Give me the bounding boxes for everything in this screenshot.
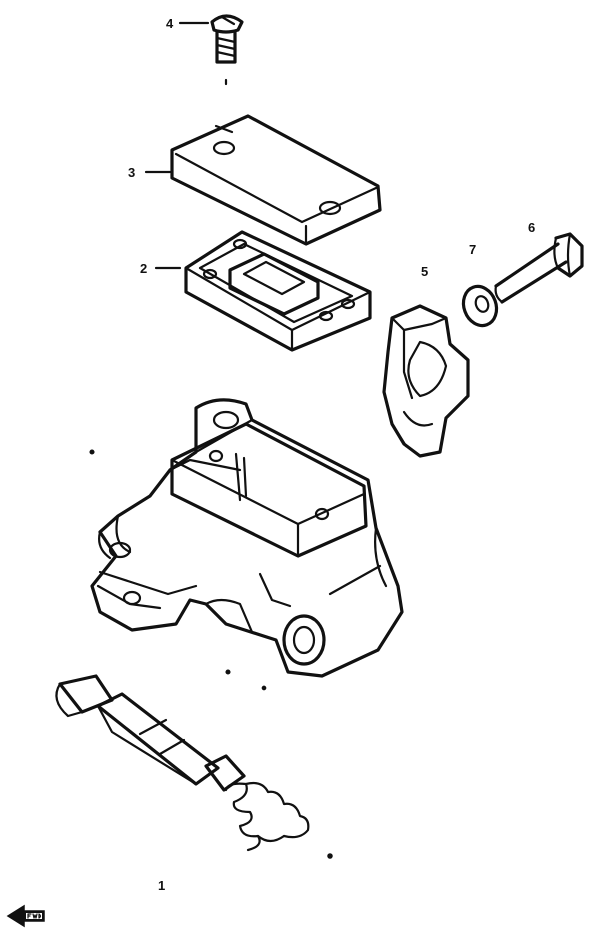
washer-part-7 — [461, 284, 499, 328]
reservoir-cap-part-3 — [170, 114, 382, 246]
callout-part-6: 6 — [528, 220, 535, 235]
screw-part-4 — [210, 14, 244, 86]
callout-part-1: 1 — [158, 878, 165, 893]
callout-part-3: 3 — [128, 165, 135, 180]
lever-bracket-part-5 — [382, 304, 470, 458]
diaphragm-part-2 — [184, 230, 372, 352]
callout-part-4: 4 — [166, 16, 174, 31]
pivot-bolt-part-6 — [494, 232, 584, 304]
master-cylinder-body-part-1 — [90, 398, 404, 678]
callout-part-5: 5 — [421, 264, 428, 279]
stray-marks — [89, 449, 267, 691]
piston-assembly-part-1 — [55, 674, 333, 859]
callout-part-7: 7 — [469, 242, 476, 257]
fwd-arrow-icon — [6, 904, 45, 928]
callout-part-2: 2 — [140, 261, 147, 276]
